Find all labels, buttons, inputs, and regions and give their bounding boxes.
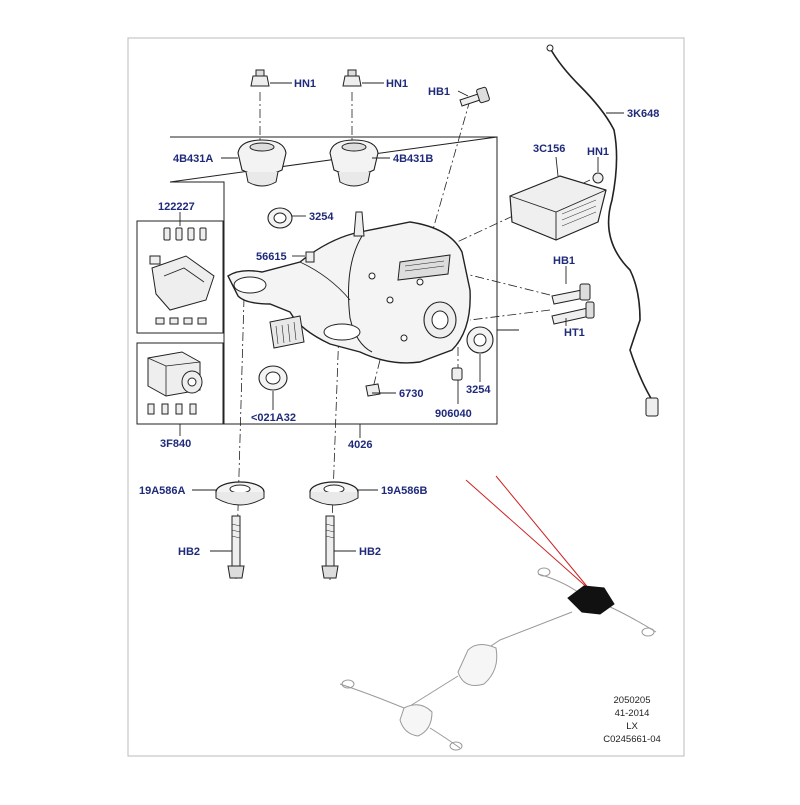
bolt-kit-122227[interactable] — [149, 227, 215, 325]
seal-021a32[interactable] — [258, 365, 288, 391]
callout-19a586b[interactable]: 19A586B — [381, 485, 428, 497]
reference-block: 2050205 41-2014 LX C0245661-04 — [603, 695, 661, 745]
callout-4b431a[interactable]: 4B431A — [173, 153, 213, 165]
callout-4b431b[interactable]: 4B431B — [393, 153, 433, 165]
reference-illustration-id: C0245661-04 — [603, 734, 661, 745]
sensor-906040[interactable] — [451, 367, 463, 381]
callout-122227[interactable]: 122227 — [158, 201, 195, 213]
seal-3254-bottom[interactable] — [466, 326, 494, 354]
callout-3k648[interactable]: 3K648 — [627, 108, 659, 120]
bolt-hb2-left[interactable] — [227, 515, 245, 579]
callout-ht1[interactable]: HT1 — [564, 327, 585, 339]
seal-3254-top[interactable] — [267, 207, 293, 229]
bushing-19a586b[interactable] — [309, 481, 359, 506]
location-pointer — [465, 475, 591, 591]
plug-56615[interactable] — [305, 251, 315, 263]
module-3c156[interactable] — [509, 172, 607, 241]
callout-906040[interactable]: 906040 — [435, 408, 472, 420]
bolt-hb2-right[interactable] — [321, 515, 339, 579]
reference-code-2: 41-2014 — [615, 708, 650, 719]
reference-code-1: 2050205 — [614, 695, 651, 706]
callout-3c156[interactable]: 3C156 — [533, 143, 565, 155]
callout-19a586a[interactable]: 19A586A — [139, 485, 186, 497]
actuator-3f840[interactable] — [147, 351, 203, 415]
callout-3f840[interactable]: 3F840 — [160, 438, 191, 450]
nut-hn1-b[interactable] — [342, 69, 362, 87]
nut-hn1-a[interactable] — [250, 69, 270, 87]
callout-3254-bottom[interactable]: 3254 — [466, 384, 491, 396]
stud-ht1[interactable] — [551, 301, 595, 325]
vehicle-location-inset — [339, 567, 657, 751]
mount-4b431b[interactable] — [329, 139, 379, 187]
callout-021a32[interactable]: <021A32 — [251, 412, 296, 424]
callout-hb1-right[interactable]: HB1 — [553, 255, 575, 267]
bolt-hb1-top[interactable] — [459, 86, 490, 107]
callout-hb2-right[interactable]: HB2 — [359, 546, 381, 558]
callout-3254-top[interactable]: 3254 — [309, 211, 334, 223]
callout-56615[interactable]: 56615 — [256, 251, 287, 263]
callout-hn1-c[interactable]: HN1 — [587, 146, 609, 158]
diagram-panel — [127, 37, 685, 757]
reference-model: LX — [626, 721, 638, 732]
callout-hb1-top[interactable]: HB1 — [428, 86, 450, 98]
mount-4b431a[interactable] — [237, 139, 287, 187]
callout-4026[interactable]: 4026 — [348, 439, 372, 451]
plug-6730[interactable] — [365, 383, 381, 397]
callout-6730[interactable]: 6730 — [399, 388, 423, 400]
assembly-frame — [169, 136, 519, 425]
differential-housing-4026[interactable] — [227, 211, 471, 364]
harness-3k648[interactable] — [546, 44, 659, 417]
leader-lines — [179, 82, 624, 552]
bolt-hb1-right[interactable] — [551, 283, 591, 305]
callout-hb2-left[interactable]: HB2 — [178, 546, 200, 558]
bushing-19a586a[interactable] — [215, 481, 265, 506]
callout-labels: HN1 HN1 HB1 3K648 4B431A 4B431B 3C156 HN… — [139, 78, 659, 558]
callout-hn1-a[interactable]: HN1 — [294, 78, 316, 90]
callout-hn1-b[interactable]: HN1 — [386, 78, 408, 90]
